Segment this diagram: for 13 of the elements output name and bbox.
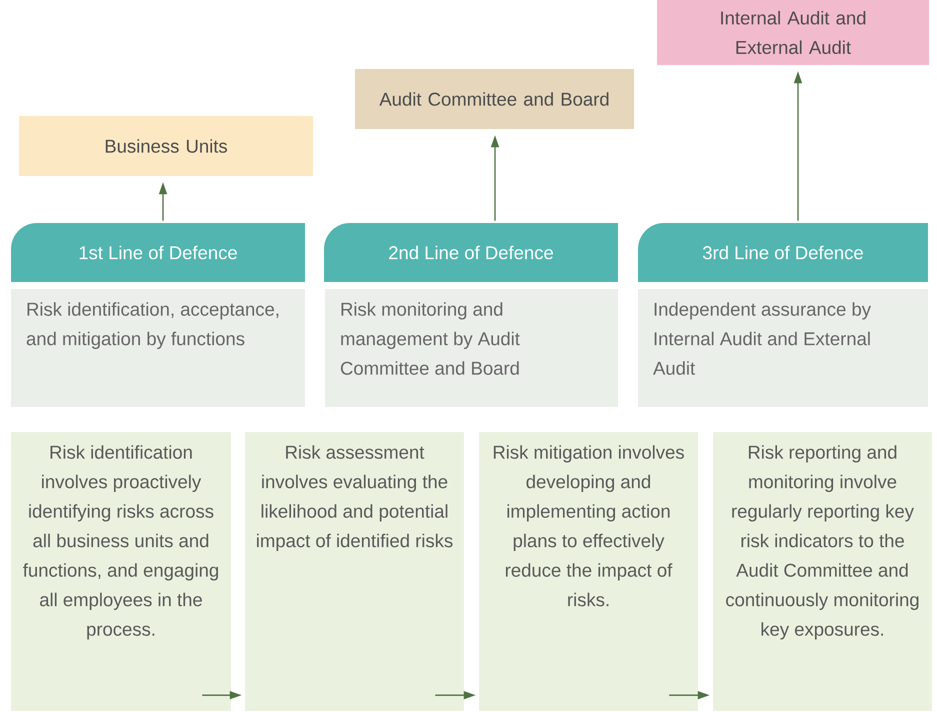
line-header: 2nd Line of Defence: [324, 223, 618, 282]
top-box: Business Units: [19, 116, 313, 176]
step-box: Risk assessment involves evaluating the likelihood and potential impact of identified risks: [245, 432, 464, 711]
top-box: Audit Committee and Board: [355, 69, 634, 129]
step-box: Risk identification involves proactively identifying risks across all business units and functions, and engaging all employees in the process.: [11, 432, 231, 711]
line-header: 3rd Line of Defence: [638, 223, 928, 282]
description-box: Independent assurance by Internal Audit and External Audit: [638, 288, 928, 407]
top-box: Internal Audit and External Audit: [657, 0, 929, 65]
description-box: Risk monitoring and management by Audit Committee and Board: [325, 288, 618, 407]
line-header: 1st Line of Defence: [11, 223, 305, 282]
step-box: Risk reporting and monitoring involve regularly reporting key risk indicators to the Audit Committee and continuously monitoring key exposures.: [713, 432, 932, 711]
description-box: Risk identification, acceptance, and mitigation by functions: [11, 288, 305, 407]
step-box: Risk mitigation involves developing and implementing action plans to effectively reduce the impact of risks.: [479, 432, 698, 711]
